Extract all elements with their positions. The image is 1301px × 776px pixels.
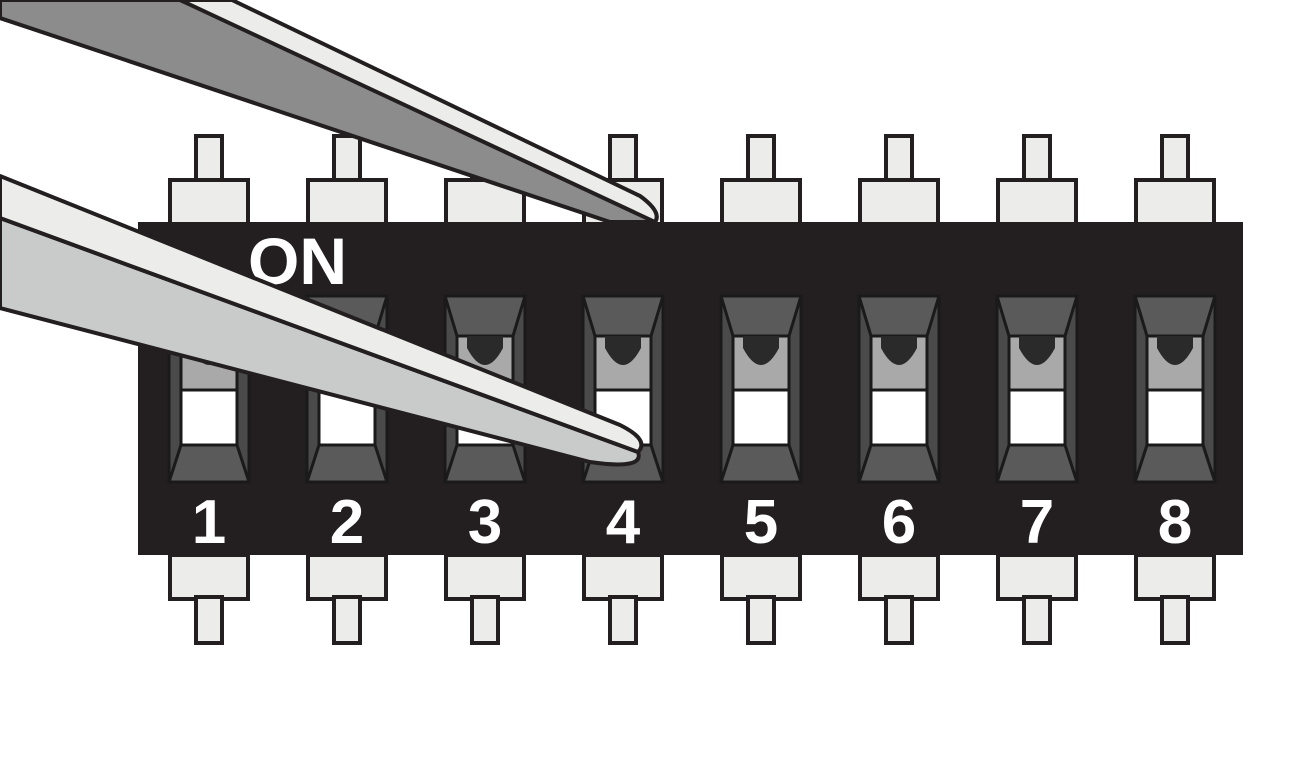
bottom-pin-shoulder [582,553,664,601]
top-pin-lead [884,134,914,188]
tweezer-lower-arm [0,174,644,467]
bottom-pin-shoulder [168,553,250,601]
switch-window [1007,388,1067,447]
slot-top-bevel [856,294,942,338]
slot-top-bevel [1132,294,1218,338]
bottom-pin-lead [1022,595,1052,645]
bottom-pin-shoulder [1134,553,1216,601]
switch-number-8: 8 [1158,488,1192,557]
switch-window [731,388,791,447]
slot-top-bevel [994,294,1080,338]
slot-bottom-bevel [1132,443,1218,484]
slot-top-bevel [442,294,528,338]
bottom-pin-lead [746,595,776,645]
top-pin-shoulder [168,178,250,226]
bottom-pin-shoulder [444,553,526,601]
tweezer-upper-arm [0,0,659,224]
top-pin-shoulder [720,178,802,226]
switch-number-row: 1 2 3 4 5 6 7 8 [192,488,1192,557]
bottom-pin-shoulder [306,553,388,601]
slot-bottom-bevel [994,443,1080,484]
switch-number-7: 7 [1020,488,1054,557]
knob-grip [1019,336,1055,365]
bottom-pin-shoulder [858,553,940,601]
switch-number-3: 3 [468,488,502,557]
bottom-pin-shoulder [720,553,802,601]
knob-grip [881,336,917,365]
bottom-pins [168,553,1216,645]
switch-number-5: 5 [744,488,778,557]
top-pins [168,134,1216,226]
slot-top-bevel [718,294,804,338]
dip-switch-8[interactable] [1132,294,1218,484]
top-pin-shoulder [996,178,1078,226]
knob-grip [605,336,641,365]
dip-switch-7[interactable] [994,294,1080,484]
switch-number-6: 6 [882,488,916,557]
dip-switch-5[interactable] [718,294,804,484]
slot-bottom-bevel [856,443,942,484]
knob-grip [467,336,503,365]
bottom-pin-shoulder [996,553,1078,601]
switch-number-4: 4 [606,488,641,557]
knob-grip [743,336,779,365]
bottom-pin-lead [470,595,500,645]
top-pin-shoulder [858,178,940,226]
top-pin-shoulder [306,178,388,226]
knob-grip [1157,336,1193,365]
top-pin-shoulder [444,178,526,226]
bottom-pin-lead [884,595,914,645]
top-pin-shoulder [1134,178,1216,226]
bottom-pin-lead [1160,595,1190,645]
switch-number-2: 2 [330,488,364,557]
switch-row [166,294,1218,484]
bottom-pin-lead [194,595,224,645]
switch-window [869,388,929,447]
slot-bottom-bevel [442,443,528,484]
bottom-pin-lead [332,595,362,645]
slot-bottom-bevel [166,443,252,484]
switch-number-1: 1 [192,488,226,557]
switch-window [1145,388,1205,447]
switch-window [179,388,239,447]
bottom-pin-lead [608,595,638,645]
dip-switch-6[interactable] [856,294,942,484]
slot-top-bevel [580,294,666,338]
slot-bottom-bevel [718,443,804,484]
slot-bottom-bevel [304,443,390,484]
